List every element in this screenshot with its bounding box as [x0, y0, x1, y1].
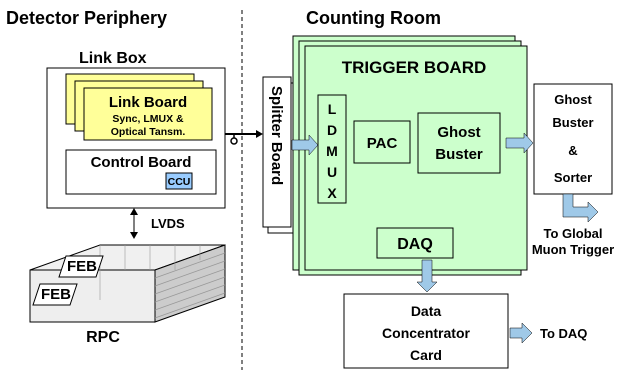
splitter-board: [262, 76, 292, 228]
daq-label: DAQ: [397, 236, 433, 253]
pac-label: PAC: [367, 135, 398, 152]
daq-box: [376, 227, 454, 259]
lvds-label: LVDS: [151, 216, 185, 231]
ccu-box: [165, 172, 193, 190]
link-board: [83, 87, 213, 141]
rpc-label: RPC: [86, 329, 120, 346]
optical-link-arrowhead: [256, 130, 263, 138]
link-board-line2: Optical Tansm.: [111, 126, 186, 138]
lvds-arrowhead-up: [130, 208, 138, 215]
ghost-buster-sorter-box: [533, 83, 613, 195]
dcc-to-daq-arrow: [509, 322, 533, 344]
link-box-title: Link Box: [79, 50, 147, 67]
splitter-to-ldmux-arrow: [291, 134, 319, 156]
gbs-line2: Buster: [552, 115, 593, 130]
rpc-side-face: [154, 244, 226, 323]
ghostbuster-to-sorter-arrow: [505, 132, 534, 154]
dcc-line3: Card: [410, 347, 442, 363]
daq-to-dcc-arrow: [416, 259, 438, 293]
dcc-line1: Data: [411, 303, 442, 319]
ldmux-letter-5: X: [327, 185, 337, 201]
ldmux-letter-3: M: [326, 143, 338, 159]
ghost-buster-line1: Ghost: [437, 124, 480, 141]
feb-label-2: FEB: [41, 286, 71, 303]
gbs-line3: &: [568, 143, 577, 158]
data-concentrator-card: [343, 293, 509, 369]
link-board-title: Link Board: [109, 94, 187, 111]
splitter-board-label: Splitter Board: [268, 86, 285, 185]
feb-label-1: FEB: [67, 258, 97, 275]
rpc-stripes: [99, 245, 226, 319]
to-daq-label: To DAQ: [540, 326, 587, 341]
ghost-buster-box: [417, 112, 501, 174]
pac-box: [353, 120, 411, 164]
lvds-arrowhead-down: [130, 232, 138, 239]
ghost-buster-line2: Buster: [435, 146, 483, 163]
trigger-board-title: TRIGGER BOARD: [342, 58, 487, 77]
link-board-line1: Sync, LMUX &: [112, 113, 184, 125]
dcc-line2: Concentrator: [382, 325, 470, 341]
detector-periphery-title: Detector Periphery: [6, 8, 167, 28]
ccu-label: CCU: [168, 176, 191, 188]
ldmux-letter-4: U: [327, 164, 337, 180]
to-global-line2: Muon Trigger: [532, 242, 614, 257]
to-global-line1: To Global: [544, 226, 603, 241]
gbs-line4: Sorter: [554, 170, 592, 185]
gbs-line1: Ghost: [554, 92, 592, 107]
sorter-to-global-arrow: [562, 193, 599, 223]
ldmux-letter-2: D: [327, 122, 337, 138]
control-board-title: Control Board: [91, 154, 192, 171]
ldmux-letter-1: L: [328, 101, 337, 117]
optical-connector-icon: [230, 137, 238, 145]
ldmux-box: [317, 94, 347, 204]
feb-card-1: [58, 255, 104, 278]
feb-card-2: [32, 283, 78, 306]
counting-room-title: Counting Room: [306, 8, 441, 28]
